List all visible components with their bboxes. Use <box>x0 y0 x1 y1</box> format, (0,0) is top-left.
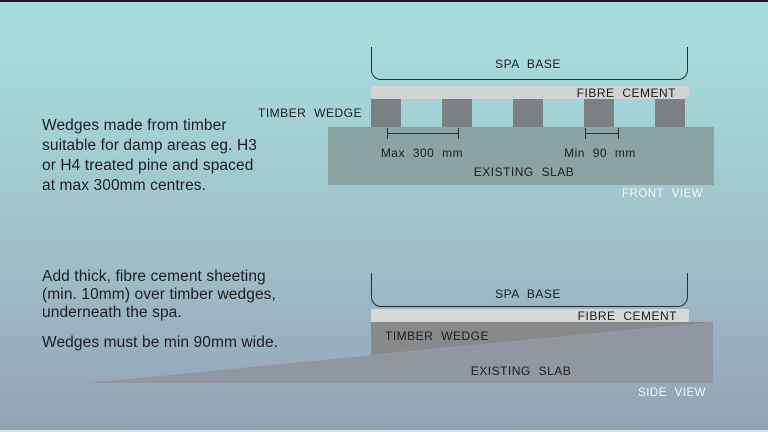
top-edge-line <box>0 0 768 2</box>
fibre-cement-label-front: FIBRE CEMENT <box>576 85 676 100</box>
dimension-rule <box>586 132 618 134</box>
note-line: at max 300mm centres. <box>42 177 207 194</box>
dimension-line-min-90 <box>585 128 619 139</box>
existing-slab-label-side: EXISTING SLAB <box>470 364 572 378</box>
spa-base-label-front: SPA BASE <box>495 57 561 71</box>
existing-slab-label-front: EXISTING SLAB <box>473 165 575 179</box>
note-line: Add thick, fibre cement sheeting <box>42 268 266 285</box>
timber-wedge-block <box>655 99 685 127</box>
note-line: or H4 treated pine and spaced <box>42 157 254 174</box>
note-line: (min. 10mm) over timber wedges, <box>42 286 276 303</box>
dimension-label-max-300: Max 300 mm <box>380 146 464 160</box>
note-line: underneath the spa. <box>42 304 182 321</box>
timber-wedge-label-front: TIMBER WEDGE <box>257 106 362 120</box>
spa-base-outline-side <box>371 273 688 307</box>
side-instruction-text: Add thick, fibre cement sheeting (min. 1… <box>42 268 342 322</box>
timber-wedge-block <box>371 99 401 127</box>
dimension-label-min-90: Min 90 mm <box>564 146 636 160</box>
note-line: suitable for damp areas eg. H3 <box>42 137 257 154</box>
existing-slab-front <box>328 127 714 185</box>
fibre-cement-sheet-side: FIBRE CEMENT <box>371 308 689 323</box>
timber-wedge-block <box>513 99 543 127</box>
fibre-cement-label-side: FIBRE CEMENT <box>577 308 677 323</box>
side-instruction-extra: Wedges must be min 90mm wide. <box>42 334 279 351</box>
front-view-caption: FRONT VIEW <box>622 188 703 200</box>
dimension-rule <box>388 132 458 134</box>
timber-wedge-block <box>584 99 614 127</box>
note-line: Wedges made from timber <box>42 117 227 134</box>
bottom-edge-line <box>0 430 768 432</box>
front-instruction-text: Wedges made from timber suitable for dam… <box>42 116 342 196</box>
side-view-caption: SIDE VIEW <box>638 387 706 399</box>
spa-base-outline-front <box>371 47 688 80</box>
timber-wedge-block <box>442 99 472 127</box>
fibre-cement-sheet-front: FIBRE CEMENT <box>371 85 689 100</box>
dimension-line-max-300 <box>387 128 459 139</box>
spa-base-label-side: SPA BASE <box>495 287 561 301</box>
timber-wedge-label-side: TIMBER WEDGE <box>385 329 490 343</box>
